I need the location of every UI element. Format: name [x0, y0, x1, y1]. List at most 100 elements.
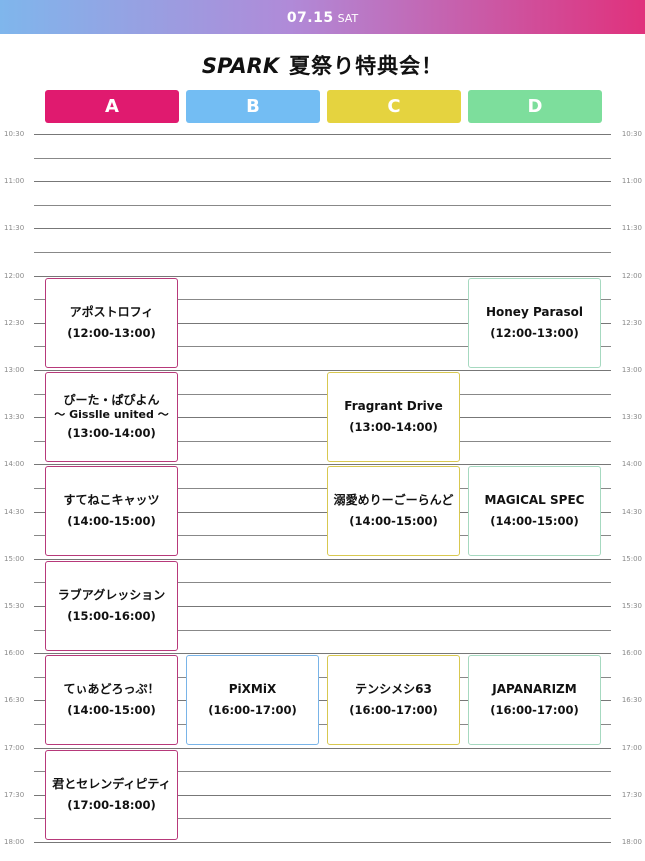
column-header-c: C	[327, 90, 461, 123]
slot-time-range: (12:00-13:00)	[67, 326, 156, 341]
slot-artist-name: 溺愛めりーごーらんど	[333, 493, 454, 508]
slot-card[interactable]: ぴーた・ぱぴよん〜 Gisslle united 〜(13:00-14:00)	[45, 372, 178, 462]
slot-card[interactable]: JAPANARIZM (16:00-17:00)	[468, 655, 601, 745]
slot-card[interactable]: てぃあどろっぷ！ (14:00-15:00)	[45, 655, 178, 745]
slot-artist-name: JAPANARIZM	[492, 682, 577, 697]
time-label-left: 12:30	[4, 319, 25, 327]
grid-line	[34, 653, 611, 654]
slot-card[interactable]: MAGICAL SPEC (14:00-15:00)	[468, 466, 601, 556]
grid-line-quarter	[34, 724, 611, 725]
time-label-right: 15:00	[621, 555, 642, 563]
time-label-right: 17:30	[621, 791, 642, 799]
slot-artist-name: ラブアグレッション	[57, 588, 166, 603]
slot-card[interactable]: PiXMiX (16:00-17:00)	[186, 655, 319, 745]
slot-artist-name: すてねこキャッツ	[63, 493, 160, 508]
time-label-right: 16:00	[621, 649, 642, 657]
slot-artist-name: Fragrant Drive	[344, 399, 443, 414]
grid-line-quarter	[34, 771, 611, 772]
time-label-left: 14:00	[4, 460, 25, 468]
time-label-right: 16:30	[621, 696, 642, 704]
time-label-left: 11:30	[4, 224, 25, 232]
column-header-d: D	[468, 90, 602, 123]
time-label-right: 13:30	[621, 413, 642, 421]
slot-card[interactable]: テンシメシ63 (16:00-17:00)	[327, 655, 460, 745]
time-label-left: 15:30	[4, 602, 25, 610]
grid-line-quarter	[34, 677, 611, 678]
grid-line	[34, 134, 611, 135]
grid-line	[34, 417, 611, 418]
slot-card[interactable]: 溺愛めりーごーらんど (14:00-15:00)	[327, 466, 460, 556]
time-label-left: 17:30	[4, 791, 25, 799]
slot-artist-name: アポストロフィ	[69, 305, 154, 320]
slot-card[interactable]: ラブアグレッション (15:00-16:00)	[45, 561, 178, 651]
slot-artist-subtitle: 〜 Gisslle united 〜	[54, 408, 169, 422]
grid-line	[34, 842, 611, 843]
grid-line-quarter	[34, 299, 611, 300]
grid-line	[34, 181, 611, 182]
grid-line	[34, 748, 611, 749]
slot-time-range: (16:00-17:00)	[208, 703, 297, 718]
brand-logo: SPARK	[201, 54, 280, 78]
grid-line-quarter	[34, 582, 611, 583]
page-title-text: 夏祭り特典会！	[289, 54, 444, 78]
slot-time-range: (14:00-15:00)	[349, 514, 438, 529]
grid-line-quarter	[34, 488, 611, 489]
time-label-left: 16:00	[4, 649, 25, 657]
column-header-a: A	[45, 90, 179, 123]
time-label-right: 13:00	[621, 366, 642, 374]
time-label-left: 16:30	[4, 696, 25, 704]
time-label-left: 18:00	[4, 838, 25, 846]
grid-line-quarter	[34, 252, 611, 253]
slot-card[interactable]: すてねこキャッツ (14:00-15:00)	[45, 466, 178, 556]
slot-card[interactable]: アポストロフィ (12:00-13:00)	[45, 278, 178, 368]
time-label-left: 14:30	[4, 508, 25, 516]
grid-line-quarter	[34, 441, 611, 442]
time-label-right: 15:30	[621, 602, 642, 610]
slot-artist-name: 君とセレンディピティ	[52, 777, 171, 792]
grid-line	[34, 512, 611, 513]
slot-time-range: (14:00-15:00)	[490, 514, 579, 529]
slot-card[interactable]: Honey Parasol(12:00-13:00)	[468, 278, 601, 368]
page-title: SPARK 夏祭り特典会！	[0, 50, 645, 80]
event-date: 07.15	[286, 10, 334, 26]
grid-line-quarter	[34, 205, 611, 206]
slot-time-range: (13:00-14:00)	[67, 426, 156, 441]
time-label-right: 14:00	[621, 460, 642, 468]
time-label-right: 11:00	[621, 177, 642, 185]
slot-time-range: (13:00-14:00)	[349, 420, 438, 435]
time-label-right: 10:30	[621, 130, 642, 138]
grid-line	[34, 606, 611, 607]
grid-line	[34, 464, 611, 465]
slot-time-range: (14:00-15:00)	[67, 514, 156, 529]
grid-line	[34, 370, 611, 371]
time-label-left: 11:00	[4, 177, 25, 185]
grid-line	[34, 795, 611, 796]
time-label-right: 18:00	[621, 838, 642, 846]
slot-artist-name: Honey Parasol	[485, 305, 584, 320]
grid-line-quarter	[34, 394, 611, 395]
time-label-right: 17:00	[621, 744, 642, 752]
time-label-left: 15:00	[4, 555, 25, 563]
grid-line-quarter	[34, 630, 611, 631]
slot-artist-name: MAGICAL SPEC	[484, 493, 585, 508]
slot-artist-name: PiXMiX	[228, 682, 277, 697]
slot-artist-name: てぃあどろっぷ！	[63, 682, 160, 697]
grid-line-quarter	[34, 346, 611, 347]
slot-card[interactable]: 君とセレンディピティ (17:00-18:00)	[45, 750, 178, 840]
grid-line	[34, 323, 611, 324]
grid-line-quarter	[34, 158, 611, 159]
time-label-right: 12:30	[621, 319, 642, 327]
slot-card[interactable]: Fragrant Drive (13:00-14:00)	[327, 372, 460, 462]
slot-time-range: (16:00-17:00)	[349, 703, 438, 718]
slot-artist-name: テンシメシ63	[355, 682, 432, 697]
time-label-left: 13:00	[4, 366, 25, 374]
slot-time-range: (17:00-18:00)	[67, 798, 156, 813]
slot-time-range: (15:00-16:00)	[67, 609, 156, 624]
time-label-right: 12:00	[621, 272, 642, 280]
slot-time-range: (16:00-17:00)	[490, 703, 579, 718]
time-label-right: 14:30	[621, 508, 642, 516]
grid-line-quarter	[34, 818, 611, 819]
event-weekday: SAT	[337, 12, 359, 25]
slot-time-range: (14:00-15:00)	[67, 703, 156, 718]
